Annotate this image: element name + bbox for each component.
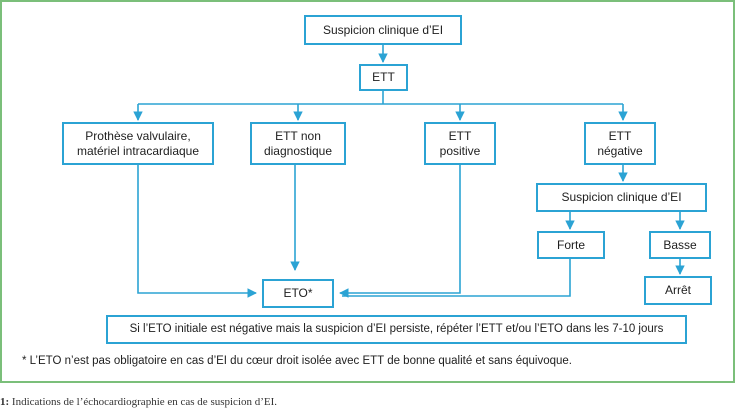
node-suspicion-clinique-top: Suspicion clinique d’EI [304,15,462,45]
node-basse: Basse [649,231,711,259]
connector-forte-eto [342,258,571,297]
footnote: * L’ETO n’est pas obligatoire en cas d’E… [22,355,572,367]
node-ett-negative: ETT négative [584,122,656,165]
node-arret: Arrêt [644,276,712,305]
connector-ettpos-eto [339,164,461,298]
caption-text: Indications de l’échocardiographie en ca… [9,396,278,408]
node-ett: ETT [359,64,408,91]
node-forte: Forte [537,231,605,259]
node-suspicion-clinique-second: Suspicion clinique d’EI [536,183,707,212]
connector-prothese-eto [137,164,257,298]
node-repeat-note: Si l’ETO initiale est négative mais la s… [106,315,687,344]
node-prothese-valvulaire: Prothèse valvulaire, matériel intracardi… [62,122,214,165]
diagram-frame [0,0,735,383]
figure-caption: 1: Indications de l’échocardiographie en… [0,396,277,408]
caption-number: 1: [0,396,10,408]
node-ett-non-diagnostique: ETT non diagnostique [250,122,346,165]
node-eto: ETO* [262,279,334,308]
node-ett-positive: ETT positive [424,122,496,165]
